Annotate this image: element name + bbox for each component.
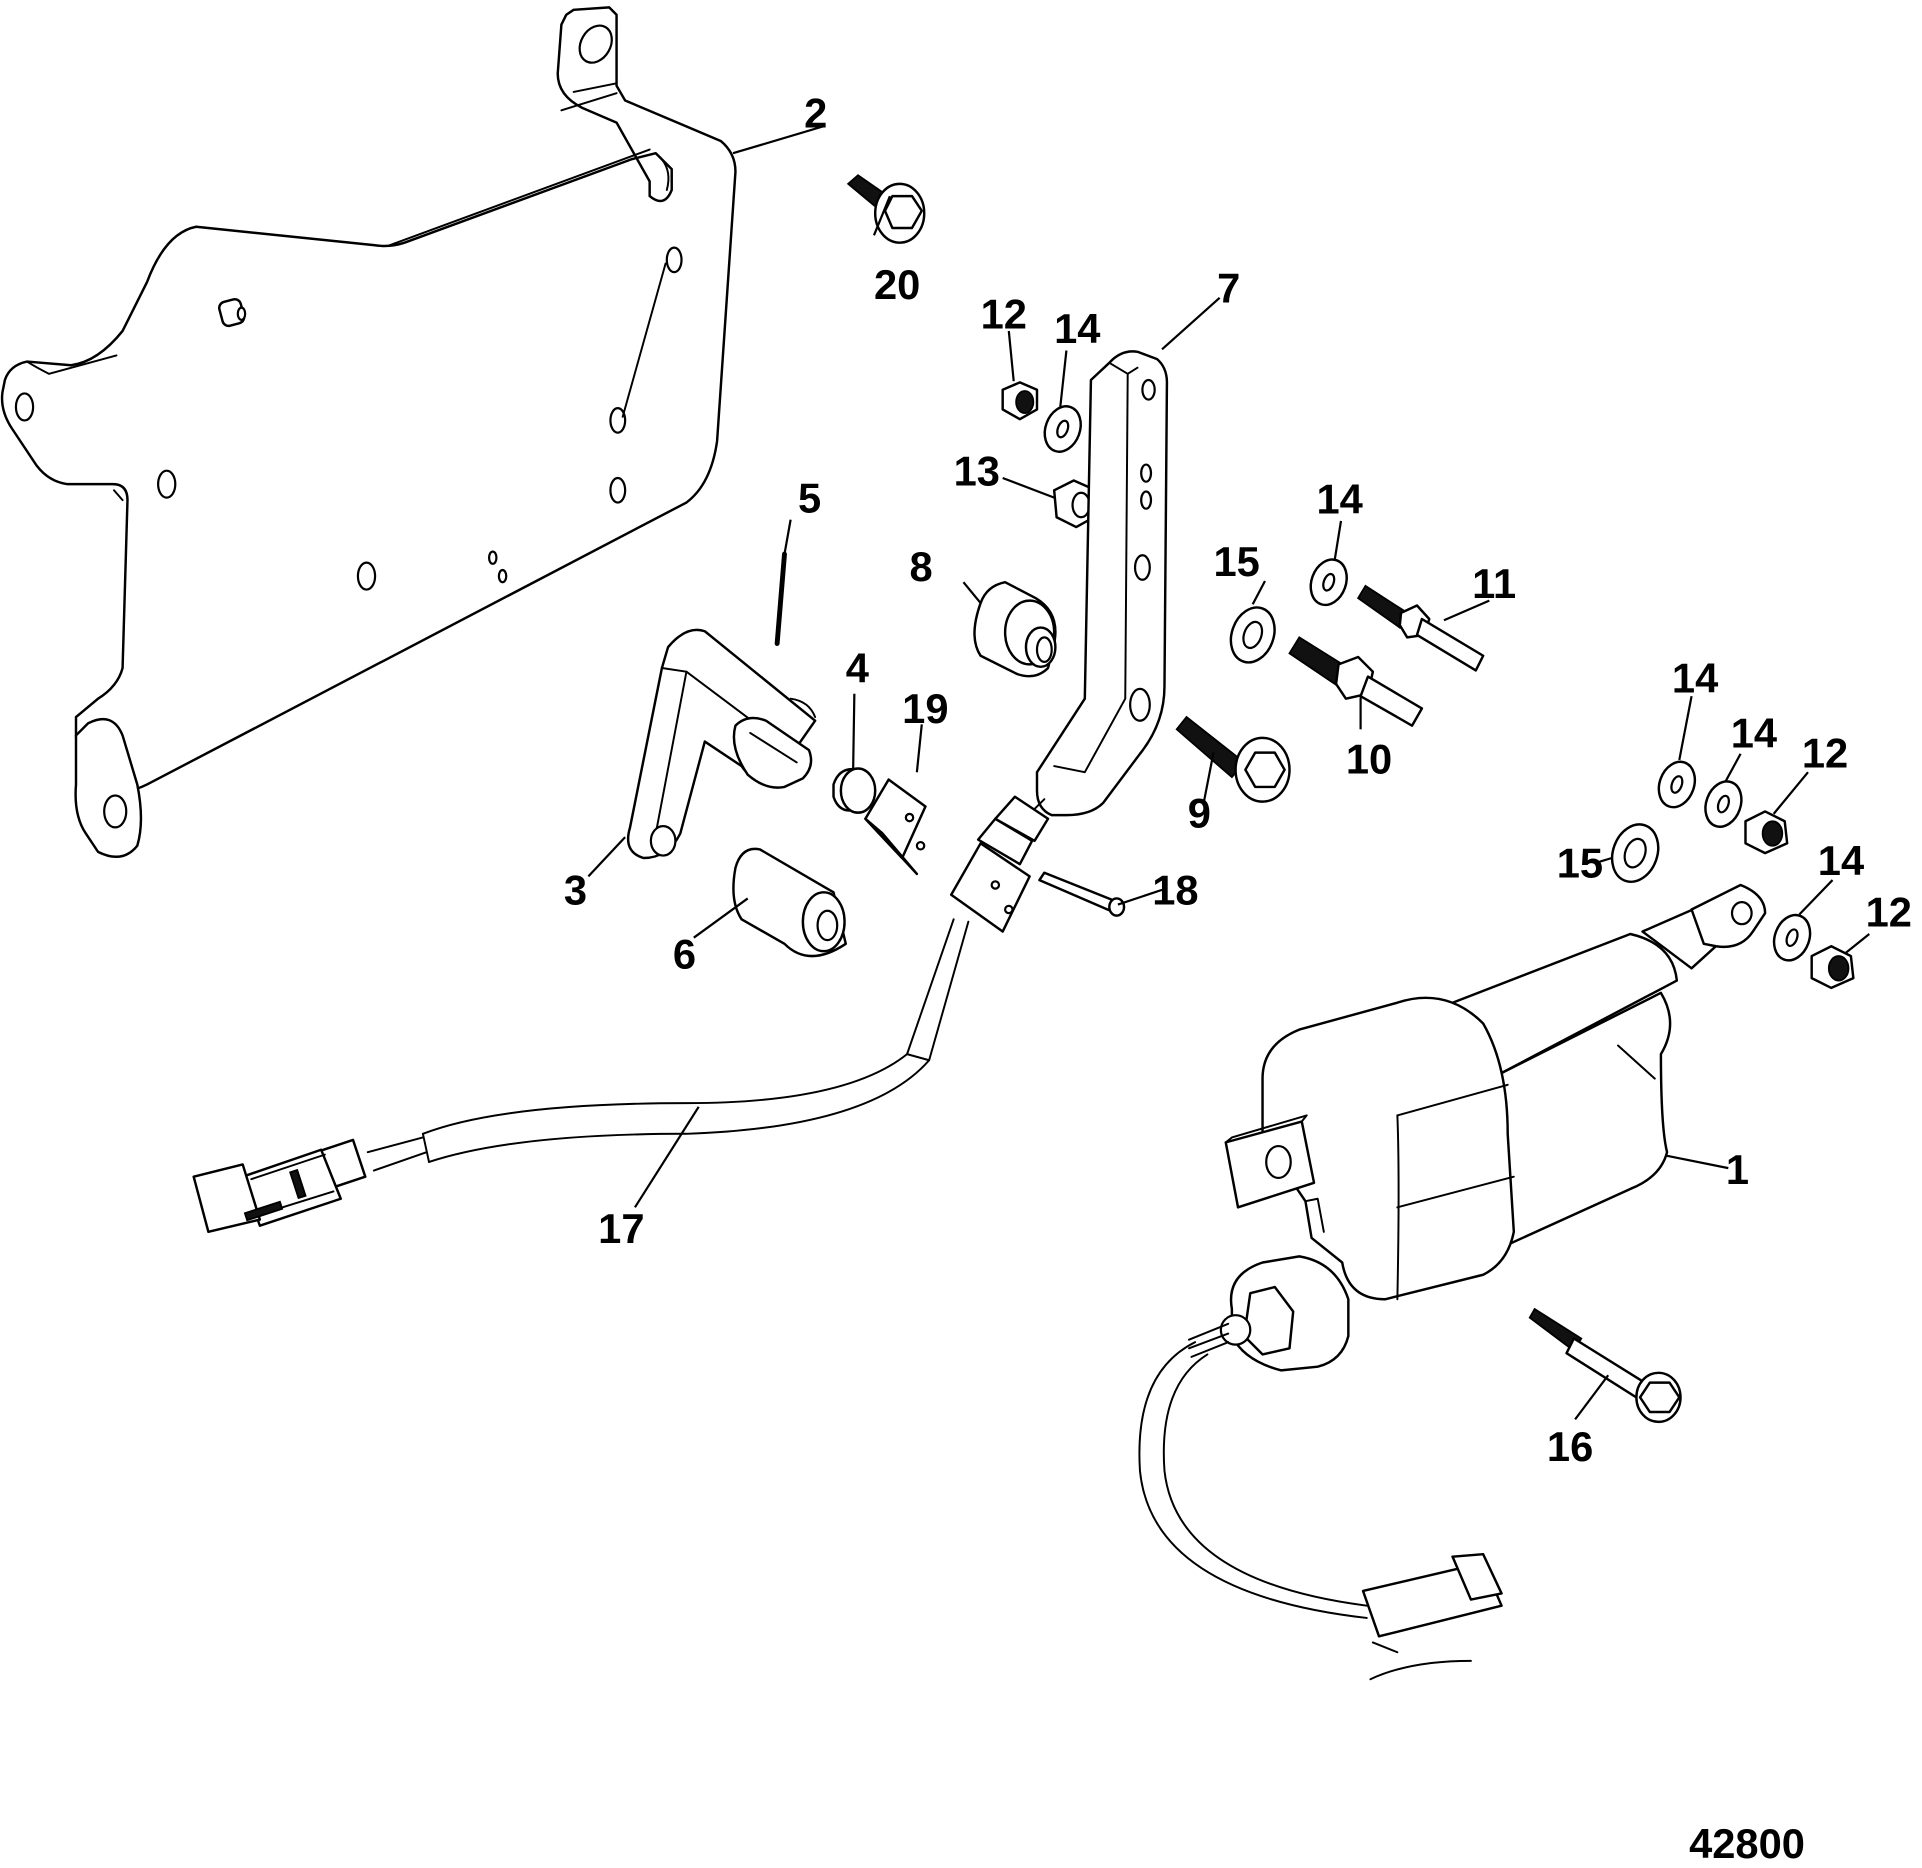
- callout-14-top: 14: [1054, 305, 1100, 352]
- flange-bolt-20: [846, 174, 926, 244]
- callout-12-right-a: 12: [1802, 729, 1848, 776]
- callout-12-top: 12: [981, 290, 1027, 337]
- position-sensor: [949, 795, 1050, 933]
- sensor-harness: [192, 918, 970, 1234]
- stud-11: [1356, 584, 1485, 672]
- callout-2: 2: [804, 89, 827, 136]
- callout-11: 11: [1472, 560, 1516, 607]
- mounting-bracket: [0, 6, 737, 858]
- locknut-12-right-a: [1744, 810, 1789, 855]
- flange-bolt-9: [1175, 715, 1291, 803]
- flange-bolt-16: [1528, 1307, 1682, 1424]
- callout-15-right: 15: [1557, 840, 1603, 887]
- callout-12-right-b: 12: [1866, 889, 1912, 936]
- callout-4: 4: [846, 645, 869, 692]
- washer-14-right-c: [1772, 913, 1812, 962]
- washer-14-right-b: [1704, 780, 1743, 828]
- link-arm: [1035, 350, 1169, 817]
- callout-3: 3: [564, 867, 587, 914]
- locknut-12-right-b: [1810, 945, 1855, 990]
- washer-14-top: [1043, 405, 1082, 453]
- screw-18: [1038, 871, 1126, 917]
- callout-20: 20: [874, 261, 920, 308]
- sensor-bracket-19: [864, 778, 927, 876]
- callout-14-right-b: 14: [1731, 710, 1777, 757]
- leader-lines: [587, 125, 1870, 1421]
- callout-8: 8: [910, 543, 933, 590]
- bushing-8: [973, 580, 1057, 678]
- washer-14-right-a: [1657, 760, 1697, 809]
- lever-arm: [626, 628, 817, 860]
- callout-18: 18: [1152, 867, 1198, 914]
- figure-number: 42800: [1689, 1820, 1805, 1867]
- callout-19: 19: [902, 685, 948, 732]
- callout-17: 17: [598, 1205, 644, 1252]
- callout-9: 9: [1188, 789, 1211, 836]
- callout-labels: 1 2 3 4 5 6 7 8 9 10 11 12 12 12 13 14 1…: [564, 89, 1912, 1867]
- callout-16: 16: [1547, 1423, 1593, 1470]
- callout-10: 10: [1346, 735, 1392, 782]
- actuator: [1138, 883, 1767, 1681]
- washer-14-middle: [1309, 558, 1348, 607]
- callout-6: 6: [673, 930, 696, 977]
- callout-5: 5: [798, 474, 821, 521]
- small-bushing-4: [832, 767, 877, 814]
- roll-pin: [774, 551, 787, 646]
- callout-14-right-c: 14: [1818, 837, 1864, 884]
- spacer-6: [732, 847, 848, 958]
- callout-13: 13: [954, 447, 1000, 494]
- washer-15-right: [1610, 823, 1660, 883]
- callout-14-right-a: 14: [1672, 655, 1718, 702]
- stud-nut-10: [1288, 636, 1424, 727]
- callout-1: 1: [1726, 1146, 1749, 1193]
- callout-15-middle: 15: [1214, 538, 1260, 585]
- washer-15-middle: [1229, 606, 1276, 664]
- locknut-12-top: [1001, 381, 1039, 421]
- callout-14-middle: 14: [1316, 476, 1362, 523]
- callout-7: 7: [1217, 265, 1240, 312]
